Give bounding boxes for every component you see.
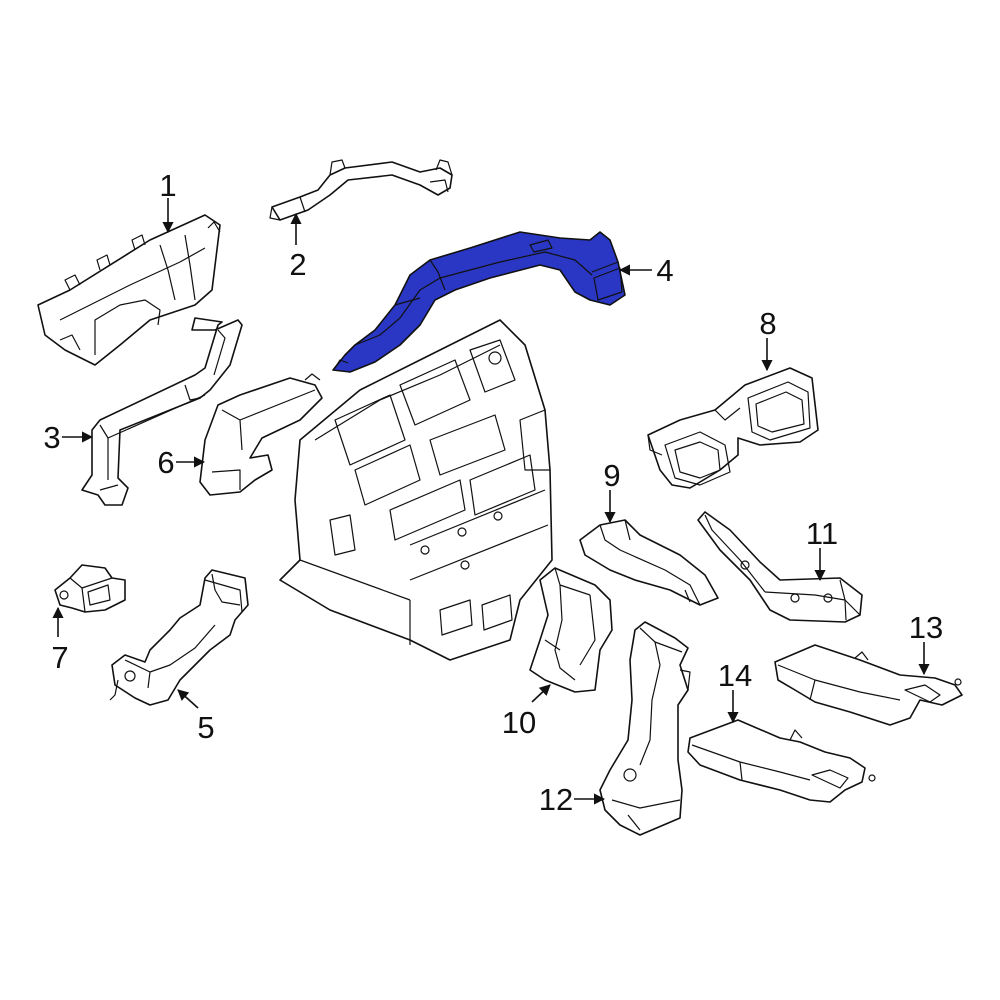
callout-label-3: 3 bbox=[43, 420, 60, 455]
hvac-case bbox=[279, 319, 553, 661]
callout-label-6: 6 bbox=[157, 445, 174, 480]
callout-label-9: 9 bbox=[603, 458, 620, 493]
callout-label-4: 4 bbox=[656, 253, 673, 288]
part-9-duct bbox=[579, 519, 719, 606]
callout-label-14: 14 bbox=[718, 658, 752, 693]
callout-label-2: 2 bbox=[289, 247, 306, 282]
part-8-vent-outlet bbox=[647, 367, 819, 489]
callout-label-10: 10 bbox=[502, 705, 536, 740]
part-4-fill bbox=[332, 231, 626, 373]
part-6-duct bbox=[199, 373, 323, 496]
callout-label-7: 7 bbox=[51, 640, 68, 675]
part-14-duct bbox=[687, 719, 876, 803]
part-2-bracket bbox=[269, 159, 453, 221]
leader-5 bbox=[177, 689, 199, 709]
part-3-duct bbox=[81, 317, 243, 506]
part-10-duct bbox=[529, 567, 613, 693]
part-13-duct bbox=[774, 644, 963, 726]
callout-labels: 1 2 3 4 5 6 7 8 9 10 11 12 13 14 bbox=[43, 168, 943, 817]
callout-label-13: 13 bbox=[909, 610, 943, 645]
part-1-duct bbox=[37, 214, 221, 366]
callout-leaders bbox=[52, 198, 930, 805]
part-7-bracket bbox=[54, 564, 126, 613]
callout-label-12: 12 bbox=[539, 782, 573, 817]
callout-label-11: 11 bbox=[806, 516, 838, 551]
callout-label-8: 8 bbox=[759, 306, 776, 341]
part-12-duct bbox=[599, 621, 691, 836]
part-5-duct bbox=[109, 569, 249, 706]
leader-10 bbox=[531, 684, 551, 703]
callout-label-5: 5 bbox=[197, 710, 214, 745]
callout-label-1: 1 bbox=[159, 168, 176, 203]
part-4-highlighted-duct bbox=[332, 231, 626, 373]
part-11-duct bbox=[697, 511, 863, 623]
